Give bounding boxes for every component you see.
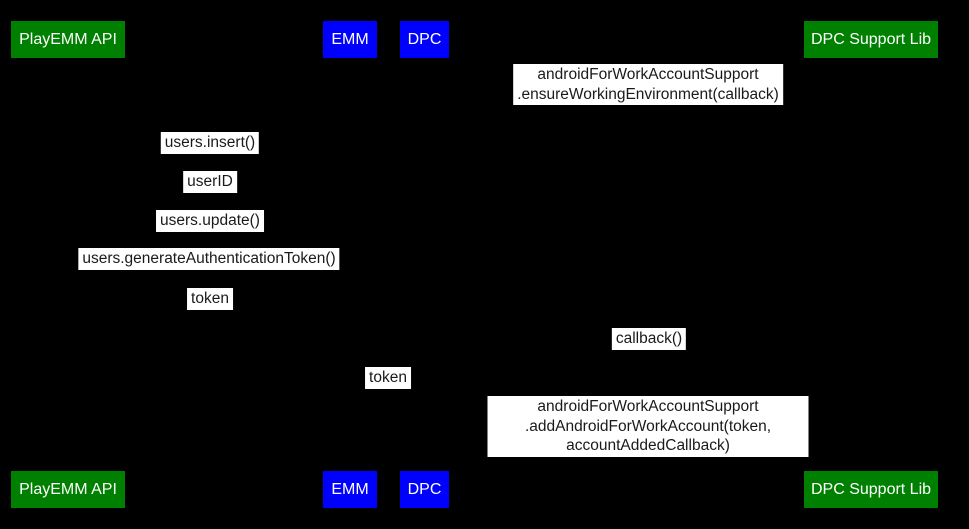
message-add-android-for-work-account: androidForWorkAccountSupport .addAndroid… [487, 396, 809, 457]
actor-dpc-bottom: DPC [400, 471, 449, 508]
actor-emm-top: EMM [323, 21, 377, 58]
actor-dpc-support-lib-top: DPC Support Lib [804, 21, 938, 58]
message-token-return: token [187, 288, 233, 310]
actor-playemm-api-top: PlayEMM API [11, 21, 125, 58]
actor-playemm-api-bottom: PlayEMM API [11, 471, 125, 508]
message-users-insert: users.insert() [160, 132, 260, 154]
message-callback: callback() [611, 328, 687, 350]
actor-dpc-top: DPC [400, 21, 449, 58]
message-users-generate-authentication-token: users.generateAuthenticationToken() [78, 248, 340, 270]
actor-dpc-support-lib-bottom: DPC Support Lib [804, 471, 938, 508]
message-ensure-working-environment: androidForWorkAccountSupport .ensureWork… [513, 64, 783, 105]
message-userid: userID [183, 171, 237, 193]
actor-emm-bottom: EMM [323, 471, 377, 508]
message-users-update: users.update() [156, 210, 264, 232]
message-token-forward: token [365, 367, 411, 389]
